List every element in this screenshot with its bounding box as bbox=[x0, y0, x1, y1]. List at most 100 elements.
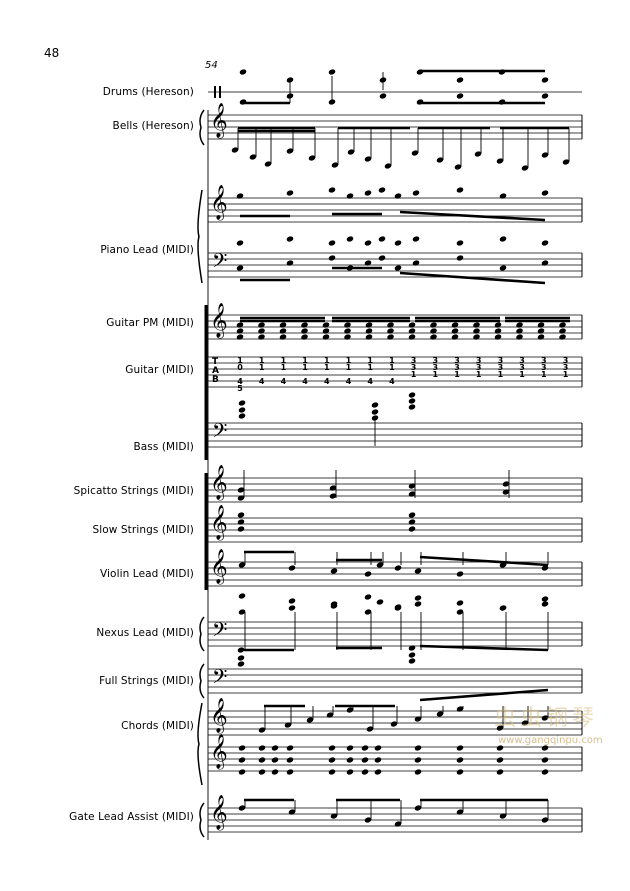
tab-fret-number: 1 bbox=[302, 363, 308, 372]
tab-fret-number: 1 bbox=[454, 370, 460, 379]
notehead bbox=[502, 481, 510, 487]
notehead bbox=[456, 600, 464, 606]
notehead bbox=[430, 328, 437, 334]
notehead bbox=[237, 526, 245, 532]
instrument-label-guitar: Guitar (MIDI) bbox=[125, 364, 194, 376]
notehead bbox=[430, 334, 437, 340]
notehead bbox=[408, 519, 416, 525]
notehead bbox=[394, 265, 402, 271]
notehead bbox=[541, 745, 549, 751]
notehead bbox=[436, 711, 444, 717]
tab-fret-number: 1 bbox=[281, 363, 287, 372]
notehead bbox=[364, 571, 372, 577]
tab-fret-number: 5 bbox=[237, 384, 243, 393]
notehead bbox=[231, 147, 239, 153]
notehead bbox=[364, 260, 372, 266]
notehead bbox=[330, 813, 338, 819]
notehead bbox=[378, 255, 386, 261]
notehead bbox=[408, 658, 416, 664]
brace bbox=[199, 109, 205, 146]
notehead bbox=[258, 745, 266, 751]
notehead bbox=[258, 322, 265, 328]
notehead bbox=[239, 69, 247, 75]
beam bbox=[419, 644, 549, 652]
notehead bbox=[238, 757, 246, 763]
treble-clef-icon: 𝄞 bbox=[210, 465, 228, 501]
notehead bbox=[236, 334, 244, 340]
notehead bbox=[516, 322, 523, 328]
notehead bbox=[328, 99, 336, 105]
beam bbox=[399, 271, 546, 285]
notehead bbox=[451, 334, 459, 340]
notehead bbox=[499, 236, 507, 242]
notehead bbox=[374, 745, 382, 751]
notehead bbox=[361, 745, 369, 751]
notehead bbox=[361, 769, 369, 775]
tab-fret-number: 4 bbox=[237, 377, 243, 386]
tab-fret-number: 1 bbox=[324, 363, 330, 372]
notehead bbox=[541, 769, 549, 775]
tab-fret-number: 1 bbox=[433, 370, 439, 379]
tab-fret-number: 1 bbox=[367, 356, 373, 365]
notehead bbox=[346, 757, 354, 763]
instrument-label-piano-lead: Piano Lead (MIDI) bbox=[100, 244, 194, 256]
notehead bbox=[499, 265, 507, 271]
bass-clef-icon: 𝄢 bbox=[212, 249, 227, 277]
instrument-label-gate-lead-assist: Gate Lead Assist (MIDI) bbox=[69, 811, 194, 823]
notehead bbox=[237, 487, 245, 493]
notehead bbox=[384, 163, 392, 169]
tab-letter: T bbox=[212, 357, 219, 367]
notehead bbox=[454, 164, 462, 170]
notehead bbox=[394, 605, 402, 611]
notehead bbox=[456, 571, 464, 577]
notehead bbox=[408, 404, 416, 410]
notehead bbox=[559, 328, 566, 334]
notehead bbox=[279, 322, 287, 328]
notehead bbox=[288, 598, 296, 604]
tab-fret-number: 3 bbox=[563, 363, 569, 372]
notehead bbox=[390, 721, 398, 727]
notehead bbox=[344, 322, 351, 328]
notehead bbox=[374, 769, 382, 775]
notehead bbox=[541, 596, 549, 602]
notehead bbox=[308, 155, 316, 161]
notehead bbox=[237, 512, 245, 518]
notehead bbox=[236, 328, 244, 334]
notehead bbox=[364, 609, 372, 615]
notehead bbox=[328, 69, 336, 75]
notehead bbox=[412, 236, 420, 242]
notehead bbox=[329, 485, 337, 491]
notehead bbox=[456, 187, 464, 193]
notehead bbox=[238, 805, 246, 811]
notehead bbox=[346, 193, 354, 199]
notehead bbox=[496, 769, 504, 775]
instrument-label-bells: Bells (Hereson) bbox=[112, 120, 194, 132]
notehead bbox=[408, 483, 416, 489]
notehead bbox=[537, 334, 545, 340]
notehead bbox=[521, 165, 529, 171]
notehead bbox=[328, 240, 336, 246]
notehead bbox=[537, 322, 545, 328]
notehead bbox=[279, 334, 287, 340]
notehead bbox=[347, 149, 355, 155]
tab-fret-number: 3 bbox=[454, 356, 460, 365]
notehead bbox=[387, 322, 394, 328]
notehead bbox=[456, 769, 464, 775]
notehead bbox=[328, 745, 336, 751]
notehead bbox=[499, 193, 507, 199]
tab-fret-number: 3 bbox=[498, 363, 504, 372]
notehead bbox=[365, 334, 373, 340]
notehead bbox=[541, 601, 549, 607]
notehead bbox=[364, 156, 372, 162]
notehead bbox=[456, 77, 464, 83]
notehead bbox=[537, 328, 545, 334]
notehead bbox=[541, 565, 549, 571]
notehead bbox=[258, 757, 266, 763]
tab-fret-number: 3 bbox=[519, 363, 525, 372]
notehead bbox=[499, 605, 507, 611]
tab-fret-number: 4 bbox=[346, 377, 352, 386]
tab-fret-number: 4 bbox=[281, 377, 287, 386]
notehead bbox=[328, 187, 336, 193]
tab-fret-number: 4 bbox=[367, 377, 373, 386]
